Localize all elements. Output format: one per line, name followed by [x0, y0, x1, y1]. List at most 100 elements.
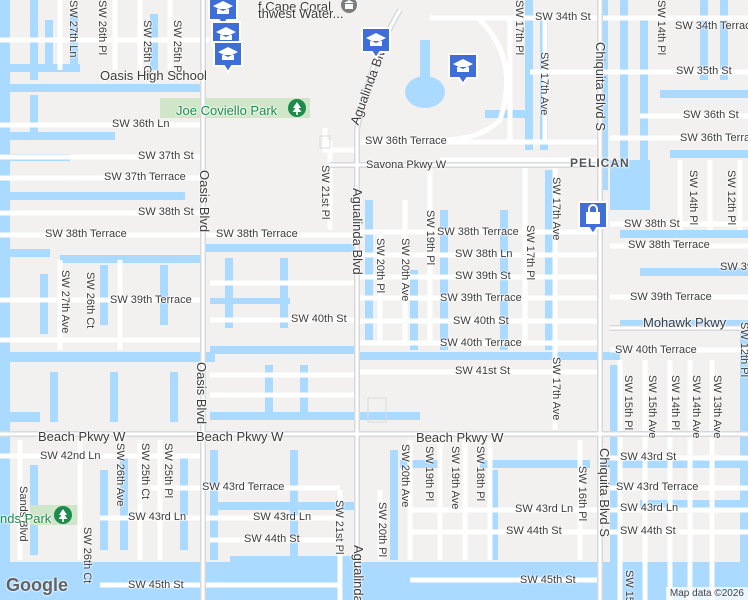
landmark-icon[interactable] — [340, 0, 358, 14]
street-sw-20th-ave: SW 20th Ave — [399, 238, 411, 302]
street-sw-43rd-terrace-left: SW 43rd Terrace — [202, 481, 285, 493]
park-icon[interactable] — [53, 505, 73, 525]
street-agualinda-low: Agualinda — [351, 545, 366, 600]
street-sw-38th-ln: SW 38th Ln — [455, 248, 513, 260]
street-sw-20th-pl: SW 20th Pl — [374, 238, 386, 294]
street-sw-15-low: SW 15 — [623, 570, 635, 600]
street-sw-14th-pl-low: SW 14th Pl — [669, 375, 681, 431]
street-sw-39th-st: SW 39th St — [455, 270, 511, 282]
street-sw-14th-pl-top: SW 14th Pl — [655, 0, 667, 56]
street-sw-17th-pl-top: SW 17th Pl — [513, 0, 525, 56]
street-sw-40th-terrace-mid: SW 40th Terrace — [440, 337, 522, 349]
street-sw-44th-st-right: SW 44th St — [620, 525, 676, 537]
street-sw-37th-terrace: SW 37th Terrace — [104, 171, 186, 183]
street-sw-16th-pl: SW 16th Pl — [576, 466, 588, 522]
street-sw-35th-st: SW 35th St — [676, 65, 732, 77]
place-oasis-high-school[interactable]: Oasis High School — [100, 68, 207, 83]
street-sw-19th-ave: SW 19th Ave — [449, 446, 461, 510]
street-sw-14th-pl-mid: SW 14th Pl — [687, 170, 699, 226]
street-sw-34th-st: SW 34th St — [535, 11, 591, 23]
street-sw-40th-terrace-right: SW 40th Terrace — [615, 344, 697, 356]
street-sw-36th-ln: SW 36th Ln — [112, 118, 170, 130]
school-icon[interactable] — [358, 26, 394, 62]
school-icon[interactable] — [445, 52, 481, 88]
street-sw-44th-st-mid: SW 44th St — [506, 525, 562, 537]
street-sw-39th-terrace-left: SW 39th Terrace — [110, 294, 192, 306]
street-sw-17th-ave-top: SW 17th Ave — [538, 52, 550, 116]
street-sw-14th-ave: SW 14th Ave — [690, 375, 702, 439]
place-northwest-water-label: thwest Water... — [258, 6, 344, 21]
street-sw-45th-st-left: SW 45th St — [128, 579, 184, 591]
street-sw-34th-terrace: SW 34th Terrace — [675, 20, 748, 32]
street-sw-43rd-ln-right: SW 43rd Ln — [620, 502, 679, 514]
street-sw-38th-terrace-right: SW 38th Terrace — [628, 239, 710, 251]
street-beach-pkwy-mid: Beach Pkwy W — [196, 429, 284, 444]
street-sw-38th-terrace-mid: SW 38th Terrace — [216, 228, 298, 240]
street-sw-21st-pl-top: SW 21st Pl — [319, 165, 331, 220]
street-sw-43rd-ln-mid: SW 43rd Ln — [253, 511, 312, 523]
street-agualinda-mid: Agualinda Blvd — [350, 188, 365, 275]
area-pelican: PELICAN — [570, 156, 630, 170]
shopping-bag-icon[interactable] — [575, 200, 611, 236]
street-oasis-blvd-low: Oasis Blvd — [194, 362, 209, 425]
street-sw-20th-ave-low: SW 20th Ave — [399, 444, 411, 508]
street-oasis-blvd-top: Oasis Blvd — [197, 170, 212, 233]
park-icon[interactable] — [287, 98, 307, 118]
google-logo[interactable]: Google — [6, 575, 68, 595]
street-sw-38th-st-left: SW 38th St — [138, 206, 194, 218]
street-sw-25th-pl-low: SW 25th Pl — [162, 443, 174, 499]
street-sw-15th-ave: SW 15th Ave — [646, 375, 658, 439]
street-sw-13th-ave: SW 13th Ave — [711, 375, 723, 439]
street-sw-36th-st: SW 36th St — [683, 109, 739, 121]
place-cape-coral-label: f Cape Coral — [258, 0, 331, 14]
street-sw-12th-pl-low: SW 12th Pl — [738, 322, 748, 378]
street-sw-26th-ct: SW 26th Ct — [84, 272, 96, 329]
place-sands-park[interactable]: nds Park — [0, 511, 52, 526]
street-sw-19th-pl: SW 19th Pl — [424, 210, 436, 266]
street-sw-43rd-st: SW 43rd St — [620, 451, 677, 463]
building-outlines — [319, 135, 387, 423]
street-sw-25th-pl: SW 25th Pl — [171, 20, 183, 76]
street-savona-pkwy: Savona Pkwy W — [366, 159, 447, 171]
street-sw-40th-st-mid: SW 40th St — [453, 315, 509, 327]
street-sw-25th-ct-low: SW 25th Ct — [139, 443, 151, 500]
street-sw-26th-ct-low: SW 26th Ct — [81, 527, 93, 584]
street-sw-26th-ave: SW 26th Ave — [114, 443, 126, 507]
street-sw-26th-pl: SW 26th Pl — [96, 0, 108, 56]
street-sw-21st-pl-low: SW 21st Pl — [333, 500, 345, 555]
street-sw-39-right: SW 39 — [720, 261, 748, 273]
street-sw-43rd-ln-c: SW 43rd Ln — [515, 503, 574, 515]
street-sw-27th-ln: SW 27th Ln — [67, 0, 79, 58]
street-sw-36th-terrace-right: SW 36th Terrace — [680, 132, 748, 144]
street-chiquita-low: Chiquita Blvd S — [597, 448, 612, 537]
street-beach-pkwy-right: Beach Pkwy W — [416, 430, 504, 445]
street-sw-17th-pl-mid: SW 17th Pl — [524, 225, 536, 281]
street-sw-43rd-terrace-right: SW 43rd Terrace — [616, 481, 699, 493]
street-sw-20th-pl-low: SW 20th Pl — [376, 502, 388, 558]
street-sw-43rd-ln-left: SW 43rd Ln — [128, 511, 187, 523]
street-sw-39th-terrace-right: SW 39th Terrace — [630, 291, 712, 303]
street-chiquita-top: Chiquita Blvd S — [593, 42, 608, 131]
street-mohawk-pkwy: Mohawk Pkwy — [643, 315, 727, 330]
street-beach-pkwy-left: Beach Pkwy W — [38, 429, 126, 444]
street-sw-15th-pl: SW 15th Pl — [622, 375, 634, 431]
street-sw-27th-ave: SW 27th Ave — [59, 270, 71, 334]
street-sw-19th-pl-low: SW 19th Pl — [423, 446, 435, 502]
street-sw-40th-st-left: SW 40th St — [291, 313, 347, 325]
street-sw-41st-st: SW 41st St — [455, 365, 511, 377]
street-sw-39th-terrace-mid: SW 39th Terrace — [440, 292, 522, 304]
street-sw-44th-st-left: SW 44th St — [244, 533, 300, 545]
street-sw-17th-ave-mid: SW 17th Ave — [550, 177, 562, 241]
street-sw-38th-st-right: SW 38th St — [624, 218, 680, 230]
place-joe-coviello-park[interactable]: Joe Coviello Park — [176, 103, 278, 118]
street-sw-38th-terrace-c: SW 38th Terrace — [437, 226, 519, 238]
school-icon[interactable] — [210, 40, 246, 76]
map-attribution[interactable]: Map data ©2026 — [665, 587, 748, 600]
street-sw-12th-pl-mid: SW 12th Pl — [725, 170, 737, 226]
street-sw-38th-terrace-left: SW 38th Terrace — [45, 228, 127, 240]
street-sw-45th-st-mid: SW 45th St — [520, 574, 576, 586]
